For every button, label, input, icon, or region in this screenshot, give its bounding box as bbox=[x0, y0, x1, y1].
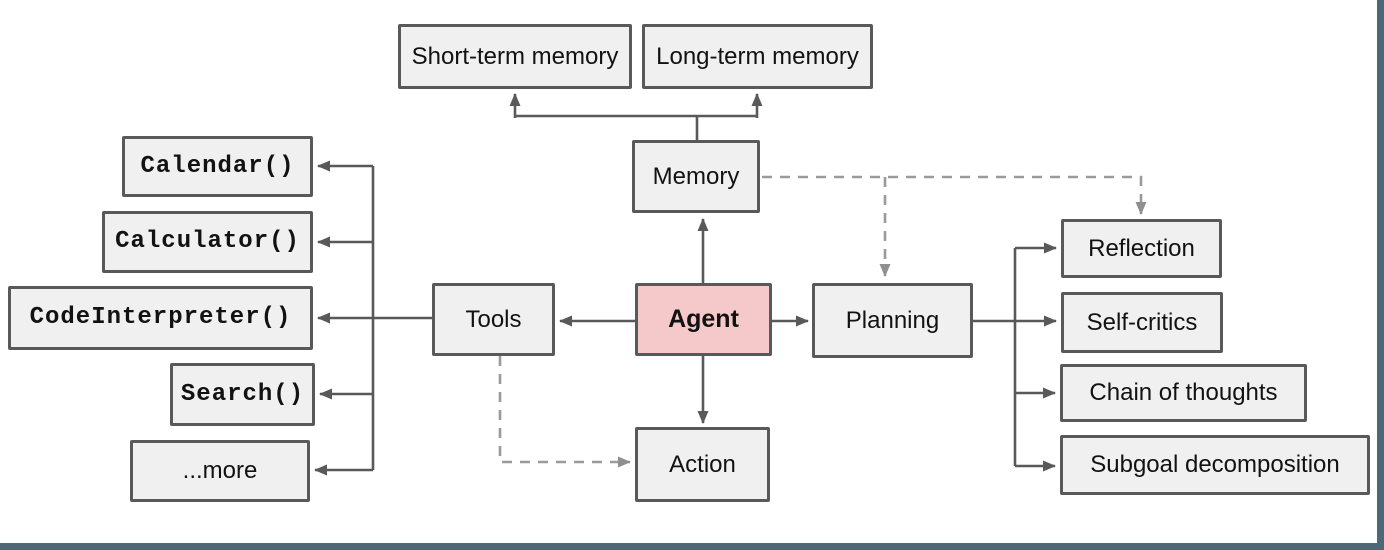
node-memory: Memory bbox=[632, 140, 760, 213]
node-short-term-memory: Short-term memory bbox=[398, 24, 632, 89]
node-long-term-memory: Long-term memory bbox=[642, 24, 873, 89]
node-more-tools: ...more bbox=[130, 440, 310, 502]
node-agent: Agent bbox=[635, 283, 772, 356]
edge-memory-fan bbox=[515, 114, 757, 140]
window-edge-right bbox=[1377, 0, 1384, 550]
node-action: Action bbox=[635, 427, 770, 502]
node-reflection: Reflection bbox=[1061, 219, 1222, 278]
edge-tools-trunk bbox=[371, 166, 432, 470]
node-calculator-tool: Calculator() bbox=[102, 211, 313, 273]
node-subgoal-decomposition: Subgoal decomposition bbox=[1060, 435, 1370, 495]
node-calendar-tool: Calendar() bbox=[122, 136, 313, 197]
node-tools: Tools bbox=[432, 283, 555, 356]
node-codeinterpreter-tool: CodeInterpreter() bbox=[8, 286, 313, 350]
node-chain-of-thoughts: Chain of thoughts bbox=[1060, 364, 1307, 422]
node-planning: Planning bbox=[812, 283, 973, 358]
edge-planning-trunk bbox=[973, 248, 1017, 466]
edge-memory-reflection-dashed bbox=[762, 175, 1147, 215]
node-search-tool: Search() bbox=[170, 363, 315, 426]
node-self-critics: Self-critics bbox=[1061, 292, 1223, 353]
edge-tools-action-dashed bbox=[498, 356, 631, 468]
window-edge-bottom bbox=[0, 543, 1384, 550]
